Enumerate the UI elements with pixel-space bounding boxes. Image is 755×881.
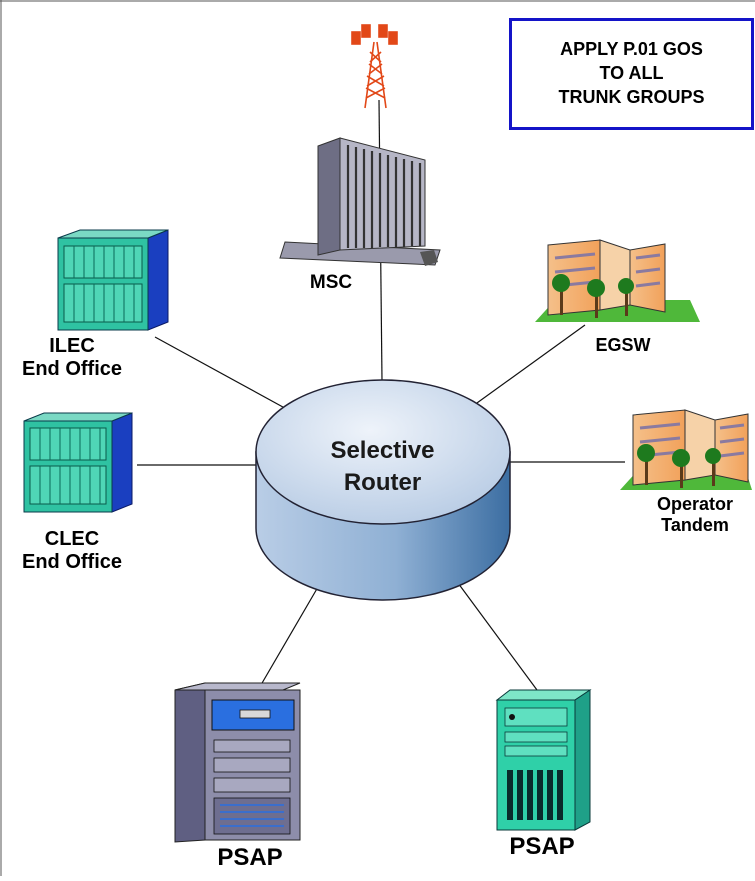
link-ilec bbox=[154, 336, 293, 413]
clec-switch-icon bbox=[23, 412, 133, 513]
link-psap-right bbox=[457, 582, 538, 691]
link-egsw bbox=[469, 324, 586, 409]
psap-right-label: PSAP bbox=[509, 833, 575, 860]
note-line-3: TRUNK GROUPS bbox=[558, 86, 705, 107]
link-psap-left bbox=[257, 586, 319, 691]
ilec-label-line-2: End Office bbox=[21, 358, 122, 380]
selective-router-icon bbox=[255, 379, 511, 601]
psap-left-label: PSAP bbox=[217, 844, 283, 871]
clec-label-line-1: CLEC bbox=[44, 528, 100, 550]
ilec-label-line-1: ILEC bbox=[49, 335, 95, 357]
clec-label-line-2: End Office bbox=[21, 551, 122, 573]
selective-router-label: Selective Router bbox=[255, 435, 510, 499]
ilec-label: ILEC End Office bbox=[8, 335, 136, 381]
router-label-line-2: Router bbox=[343, 468, 422, 496]
egsw-buildings-icon bbox=[535, 239, 700, 322]
operator-tandem-buildings-icon bbox=[620, 409, 752, 490]
ilec-switch-icon bbox=[57, 229, 169, 331]
router-label-line-1: Selective bbox=[330, 437, 435, 464]
cell-tower-icon bbox=[351, 24, 398, 109]
gos-note-box: APPLY P.01 GOS TO ALL TRUNK GROUPS bbox=[509, 18, 754, 130]
msc-label: MSC bbox=[309, 272, 353, 293]
operator-tandem-label-line-2: Tandem bbox=[661, 514, 729, 535]
egsw-label: EGSW bbox=[595, 335, 651, 355]
msc-building-icon bbox=[279, 137, 441, 266]
clec-label: CLEC End Office bbox=[8, 528, 136, 574]
psap-left-computer-icon bbox=[174, 682, 301, 843]
operator-tandem-label: Operator Tandem bbox=[636, 494, 754, 535]
operator-tandem-label-line-1: Operator bbox=[656, 494, 734, 514]
note-line-1: APPLY P.01 GOS bbox=[560, 39, 703, 60]
psap-right-computer-icon bbox=[495, 689, 592, 831]
note-line-2: TO ALL bbox=[599, 63, 664, 84]
